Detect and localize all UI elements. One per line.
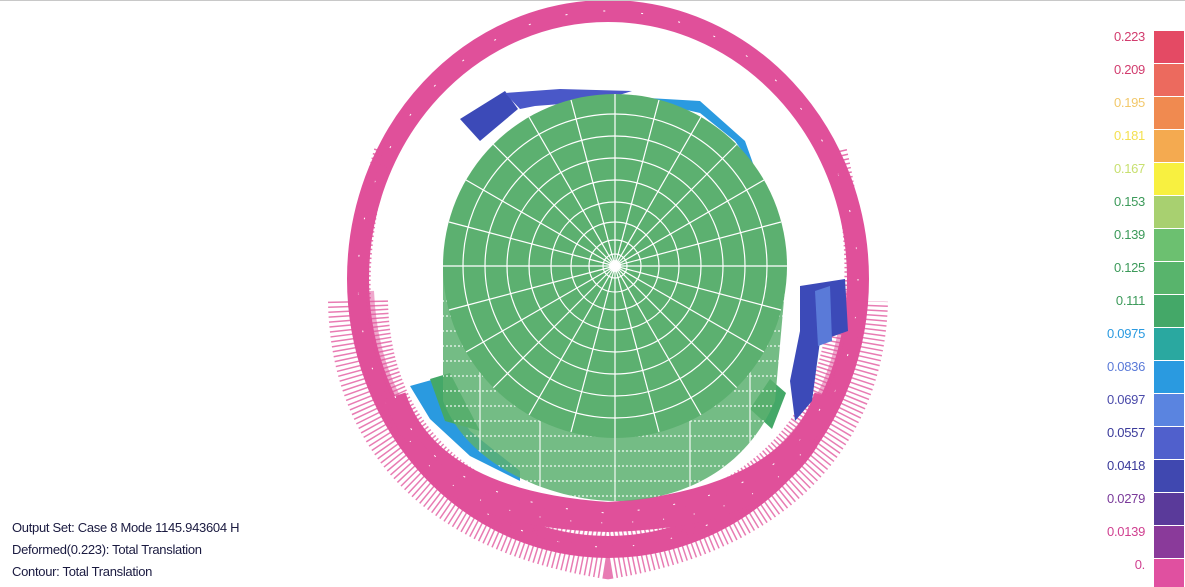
legend-value: 0.139 xyxy=(1113,227,1145,242)
legend-row: 0.139 xyxy=(1090,227,1185,261)
legend-row: 0.0557 xyxy=(1090,425,1185,459)
legend-value: 0.125 xyxy=(1113,260,1145,275)
outer-shell-front-band xyxy=(402,436,818,533)
legend-swatch xyxy=(1154,460,1184,492)
legend-row: 0.125 xyxy=(1090,260,1185,294)
legend-swatch xyxy=(1154,97,1184,129)
legend-row: 0.111 xyxy=(1090,293,1185,327)
contour-legend: 0.223 0.209 0.195 0.181 0.167 0.153 0.139 0.125… xyxy=(1090,29,1185,587)
legend-value: 0. xyxy=(1134,557,1146,572)
output-set-label: Output Set: Case 8 Mode 1145.943604 H xyxy=(12,520,240,535)
legend-value: 0.167 xyxy=(1113,161,1145,176)
legend-row: 0.167 xyxy=(1090,161,1185,195)
legend-value: 0.111 xyxy=(1115,293,1145,308)
legend-row: 0.0279 xyxy=(1090,491,1185,525)
legend-row: 0.0139 xyxy=(1090,524,1185,558)
legend-row: 0.0697 xyxy=(1090,392,1185,426)
legend-row: 0.0836 xyxy=(1090,359,1185,393)
legend-value: 0.0139 xyxy=(1107,524,1145,539)
legend-value: 0.0557 xyxy=(1107,425,1145,440)
deformed-label: Deformed(0.223): Total Translation xyxy=(12,542,202,557)
legend-swatch xyxy=(1154,328,1184,360)
legend-value: 0.153 xyxy=(1113,194,1145,209)
legend-swatch xyxy=(1154,262,1184,294)
legend-swatch xyxy=(1154,229,1184,261)
legend-swatch xyxy=(1154,31,1184,63)
legend-value: 0.0836 xyxy=(1107,359,1145,374)
legend-row: 0.0418 xyxy=(1090,458,1185,492)
contour-label: Contour: Total Translation xyxy=(12,564,153,579)
legend-swatch xyxy=(1154,394,1184,426)
legend-swatch xyxy=(1154,295,1184,327)
legend-row: 0.209 xyxy=(1090,62,1185,96)
legend-row: 0.153 xyxy=(1090,194,1185,228)
legend-swatch xyxy=(1154,427,1184,459)
legend-value: 0.0697 xyxy=(1107,392,1145,407)
legend-row: 0.195 xyxy=(1090,95,1185,129)
legend-value: 0.209 xyxy=(1113,62,1145,77)
legend-swatch xyxy=(1154,196,1184,228)
legend-swatch xyxy=(1154,130,1184,162)
legend-row: 0.181 xyxy=(1090,128,1185,162)
legend-swatch xyxy=(1154,493,1184,525)
legend-value: 0.195 xyxy=(1113,95,1145,110)
legend-swatch xyxy=(1154,526,1184,558)
legend-swatch xyxy=(1154,163,1184,195)
legend-value: 0.0418 xyxy=(1107,458,1145,473)
legend-value: 0.181 xyxy=(1113,128,1145,143)
legend-row: 0.0975 xyxy=(1090,326,1185,360)
legend-swatch xyxy=(1154,361,1184,393)
legend-swatch xyxy=(1154,559,1184,587)
output-info-panel: Output Set: Case 8 Mode 1145.943604 H De… xyxy=(12,517,239,583)
legend-value: 0.223 xyxy=(1113,29,1145,44)
legend-row: 0. xyxy=(1090,557,1185,587)
legend-value: 0.0975 xyxy=(1107,326,1145,341)
legend-swatch xyxy=(1154,64,1184,96)
inner-cylinder-top-disc xyxy=(443,94,787,438)
legend-value: 0.0279 xyxy=(1107,491,1145,506)
legend-row: 0.223 xyxy=(1090,29,1185,63)
